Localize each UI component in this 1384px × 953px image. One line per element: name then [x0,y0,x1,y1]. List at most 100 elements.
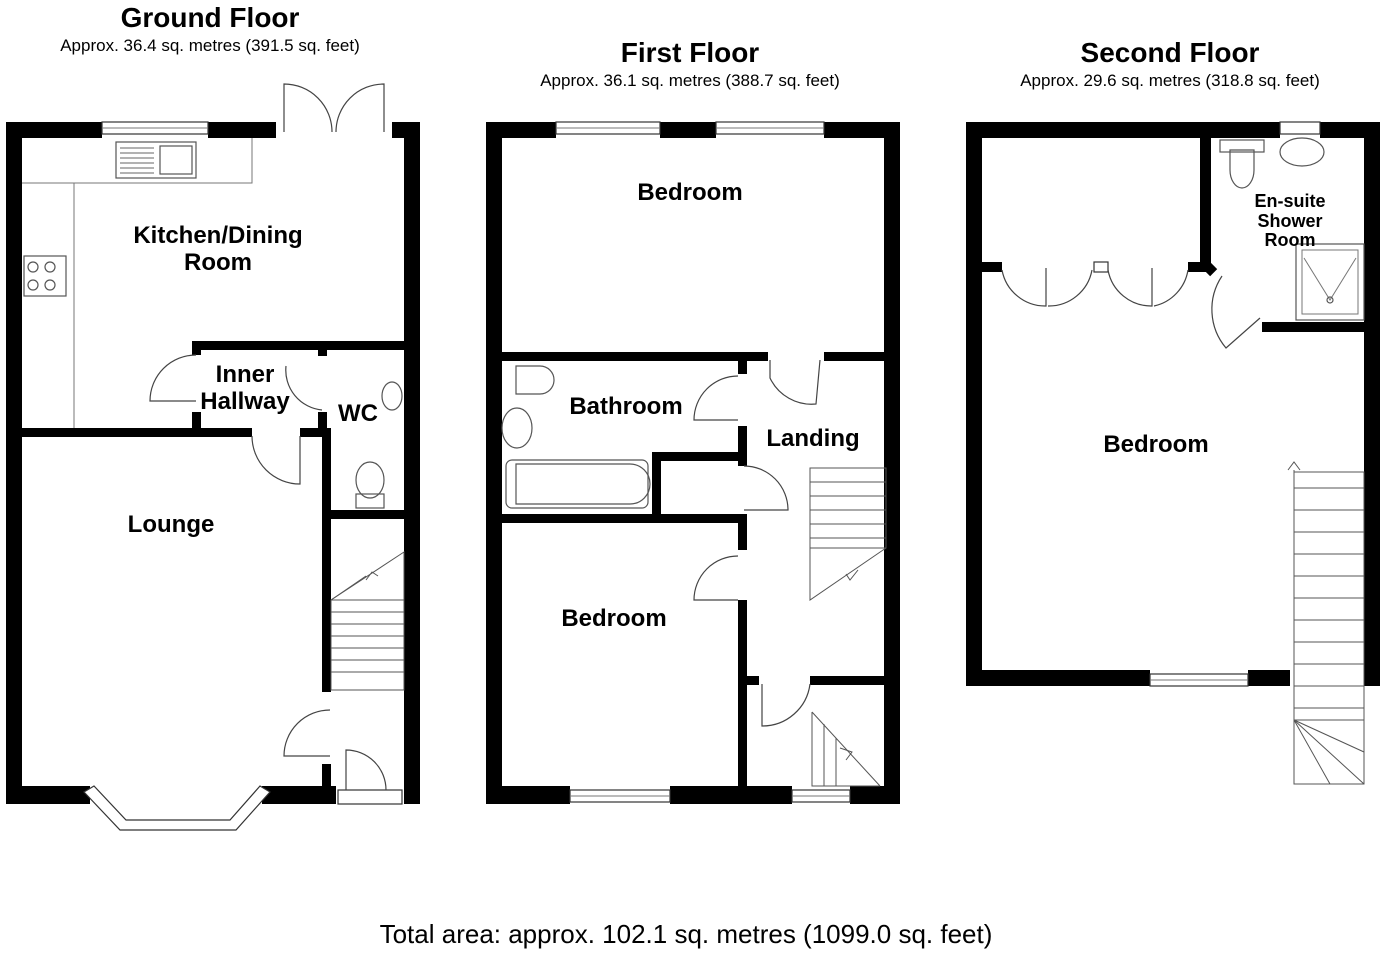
wall [670,786,792,804]
wall [824,352,884,361]
room-label-ensuite: Room [1265,230,1316,250]
room-label-inner-hallway: Hallway [200,388,290,415]
hob-icon [23,255,67,297]
wardrobe-door [1001,268,1047,307]
wardrobe-door [1107,268,1153,307]
wall [1198,257,1218,277]
wall [1364,122,1380,686]
second-floor-area: Approx. 29.6 sq. metres (318.8 sq. feet) [1020,71,1320,90]
wall [1200,138,1211,272]
door [251,435,301,485]
ground-floor-title: Ground Floor [121,2,300,33]
wall [486,122,556,138]
wall [660,122,716,138]
wall [502,352,768,361]
ensuite-basin [1279,137,1325,167]
wall [262,786,336,804]
door [693,375,739,421]
wall [322,682,331,692]
door [761,683,811,727]
wall [322,764,331,788]
wall [1262,322,1364,332]
door [693,555,739,601]
wall [22,428,252,437]
wardrobe-door [1047,269,1093,307]
toilet-icon [515,365,555,395]
window [337,789,403,805]
room-label-lounge: Lounge [128,511,215,538]
wall [192,341,201,355]
stairs [330,551,405,691]
room-label-bathroom: Bathroom [569,393,682,420]
total-area: Total area: approx. 102.1 sq. metres (10… [380,919,993,949]
toilet-icon [355,461,385,499]
room-label-bedroom-second: Bedroom [1103,431,1208,458]
room-label-ensuite: En-suite [1254,191,1325,211]
shower-tray [1295,243,1365,321]
wall [322,510,404,519]
french-door [283,83,333,133]
wall [652,452,747,461]
wall [192,412,201,437]
door [1211,275,1261,349]
room-label-kitchen: Room [184,249,252,276]
bathroom-basin [501,407,533,449]
wall [738,600,747,786]
wall [404,122,420,804]
bay-window [83,785,271,831]
wall [738,514,747,550]
door [285,365,323,411]
wall [6,786,90,804]
first-floor-area: Approx. 36.1 sq. metres (388.7 sq. feet) [540,71,840,90]
wall [966,122,1280,138]
ground-floor-area: Approx. 36.4 sq. metres (391.5 sq. feet) [60,36,360,55]
wall [208,122,276,138]
wall [486,786,570,804]
wall [982,262,1002,272]
wall [966,670,1150,686]
window [1279,121,1321,135]
room-label-landing: Landing [766,425,859,452]
ground-floor-plan: Ground Floor Approx. 36.4 sq. metres (39… [6,2,420,831]
wardrobe-post [1093,261,1109,273]
door [283,709,331,757]
first-floor-plan: First Floor Approx. 36.1 sq. metres (388… [486,37,900,804]
room-label-bedroom-rear: Bedroom [561,605,666,632]
wall [6,122,22,804]
door [149,354,197,402]
room-label-wc: WC [338,400,378,427]
wall [850,786,900,804]
front-door [345,749,387,791]
first-floor-title: First Floor [621,37,760,68]
wall [1248,670,1290,686]
wall [502,514,747,523]
toilet-icon [1229,149,1255,189]
wall [6,122,102,138]
bath-icon [505,459,649,509]
wall [652,452,661,522]
door [743,465,789,511]
wall [966,122,982,686]
wall [192,341,404,350]
french-door [335,83,385,133]
wall [738,426,747,466]
wall [322,428,331,690]
wall [810,676,884,685]
room-label-bedroom-front: Bedroom [637,179,742,206]
stairs [809,467,887,787]
wall [300,428,327,437]
room-label-inner-hallway: Inner [216,361,275,388]
wardrobe-door [1153,269,1189,307]
wall [318,341,327,356]
wall [824,122,900,138]
door [769,359,821,405]
wall [884,122,900,804]
room-label-kitchen: Kitchen/Dining [133,222,302,249]
wall [738,352,747,374]
room-label-ensuite: Shower [1257,211,1322,231]
wall [486,122,502,804]
second-floor-plan: Second Floor Approx. 29.6 sq. metres (31… [966,37,1380,785]
wall [1188,262,1202,272]
wall [318,412,327,436]
